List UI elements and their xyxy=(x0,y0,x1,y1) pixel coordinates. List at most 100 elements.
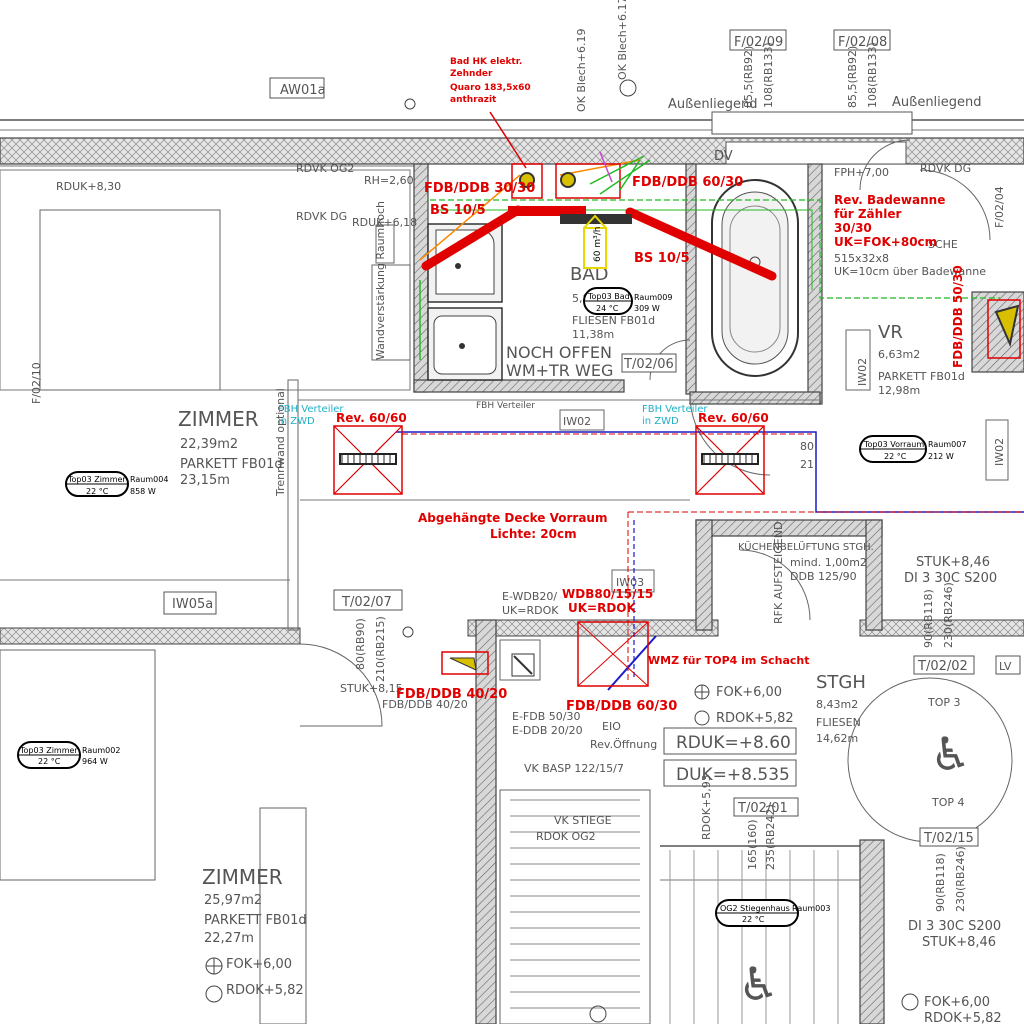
room-tag-4-raum: Raum002 xyxy=(82,746,120,755)
note-fdb6030: FDB/DDB 60/30 xyxy=(632,175,743,190)
label-rb-2: 108(RB133) xyxy=(762,42,775,108)
label-ukrdok: UK=RDOK xyxy=(502,604,559,617)
label-r90b: 90(RB118) xyxy=(934,853,947,912)
cyan-annotations: FBH Verteiler in ZWD FBH Verteiler in ZW… xyxy=(278,404,708,427)
tag-f0208: F/02/08 xyxy=(838,35,887,50)
label-mind2: mind. 1,00m2 xyxy=(790,556,867,569)
label-bad-floor2: 11,38m xyxy=(572,328,614,341)
room-tag-1-watt: 858 W xyxy=(130,487,156,496)
note-rev-bw-2: für Zähler xyxy=(834,207,901,221)
label-r90: 90(RB118) xyxy=(922,589,935,648)
note-fdb5030: FDB/DDB 50/30 xyxy=(951,265,965,368)
label-vk-basp: VK BASP 122/15/7 xyxy=(524,762,624,775)
tag-t0215: T/02/15 xyxy=(923,831,974,846)
note-ukrdok: UK=RDOK xyxy=(568,601,637,615)
label-r230: 230(RB246) xyxy=(942,582,955,648)
level-markers xyxy=(205,79,919,1023)
room-tag-3-name: Top03 Vorraum xyxy=(863,440,924,449)
label-ok-blech-2: OK Blech+6.17 xyxy=(616,0,629,80)
revision-opening-1 xyxy=(333,425,403,495)
room-tag-3-raum: Raum007 xyxy=(928,440,966,449)
note-bad-hk-4: anthrazit xyxy=(450,95,497,105)
note-wmz: WMZ für TOP4 im Schacht xyxy=(648,654,810,667)
label-zimmer-2-floor2: 22,27m xyxy=(204,931,254,946)
label-wm-tr-weg: WM+TR WEG xyxy=(506,361,613,380)
label-top4: TOP 4 xyxy=(931,796,965,809)
label-rduk-top: RDUK+8,30 xyxy=(56,180,121,193)
label-zimmer-2-floor: PARKETT FB01d xyxy=(204,913,307,928)
label-efdb: E-FDB 50/30 xyxy=(512,710,580,723)
air-flow-arrow-icon: 60 m³/h xyxy=(583,214,607,269)
tag-iw02-c: IW02 xyxy=(993,438,1006,466)
label-zimmer-2-area: 25,97m2 xyxy=(204,893,262,908)
exterior-wall-top xyxy=(0,111,1024,167)
label-r210: 210(RB215) xyxy=(374,616,387,682)
label-rb-3: 85,5(RB92) xyxy=(846,46,859,108)
label-di3b: DI 3 30C S200 xyxy=(908,919,1001,934)
note-fbh-2a: FBH Verteiler xyxy=(642,404,708,415)
room-tag-1-name: Top03 Zimmer xyxy=(67,475,126,484)
label-duk-big: DUK=+8.535 xyxy=(676,765,790,785)
room-tag-2: Top03 Bad Raum009 24 °C 309 W xyxy=(583,287,672,315)
room-tag-4-watt: 964 W xyxy=(82,757,108,766)
tag-iw02-b: IW02 xyxy=(856,358,869,386)
label-r242: 235(RB242) xyxy=(764,804,777,870)
label-zimmer-1: ZIMMER xyxy=(178,407,259,431)
label-fph: FPH+7,00 xyxy=(834,166,889,179)
label-rfk: RFK AUFSTEIGEND xyxy=(772,522,785,624)
room-tag-4-temp: 22 °C xyxy=(38,757,61,766)
note-bs2: BS 10/5 xyxy=(634,251,690,266)
label-vk-stiege: VK STIEGE xyxy=(554,814,612,827)
room-tag-1: Top03 Zimmer Raum004 22 °C 858 W xyxy=(65,471,168,497)
tag-t0201: T/02/01 xyxy=(737,801,788,816)
note-decke-1: Abgehängte Decke Vorraum xyxy=(418,511,607,525)
room-tag-5: OG2 Stiegenhaus Raum003 22 °C xyxy=(715,899,830,927)
label-eio: EIO xyxy=(602,720,621,733)
tag-f0204: F/02/04 xyxy=(993,186,1006,228)
room-tag-5-temp: 22 °C xyxy=(742,915,765,924)
label-aussenliegend-1: Außenliegend xyxy=(668,97,758,112)
label-rdok582c: RDOK+5,82 xyxy=(924,1011,1002,1024)
tag-t0207: T/02/07 xyxy=(341,595,392,610)
label-stgh-floor: FLIESEN xyxy=(816,716,861,729)
label-rduk-big: RDUK=+8.60 xyxy=(676,733,791,753)
label-fbh-verteiler: FBH Verteiler xyxy=(476,401,535,411)
label-zimmer-1-area: 22,39m2 xyxy=(180,437,238,452)
note-rev-bw-1: Rev. Badewanne xyxy=(834,193,945,207)
svg-text:♿: ♿ xyxy=(738,957,779,1011)
label-di3: DI 3 30C S200 xyxy=(904,571,997,586)
note-fdb6030b: FDB/DDB 60/30 xyxy=(566,699,677,714)
wheelchair-icon: ♿ ♿ xyxy=(738,727,971,1011)
label-zimmer-1-floor2: 23,15m xyxy=(180,473,230,488)
label-dv: DV xyxy=(714,149,733,164)
door-swings xyxy=(299,139,1013,843)
note-rev-bw-4: UK=FOK+80cm xyxy=(834,235,937,249)
label-vr-area: 6,63m2 xyxy=(878,348,920,361)
room-tag-1-temp: 22 °C xyxy=(86,487,109,496)
label-stuk846: STUK+8,46 xyxy=(916,555,990,570)
stair-shaft-walls xyxy=(475,519,885,1024)
label-fok600b: FOK+6,00 xyxy=(226,957,292,972)
interior-wall-middle xyxy=(0,579,1024,645)
label-fok600c: FOK+6,00 xyxy=(924,995,990,1010)
label-ddb125: DDB 125/90 xyxy=(790,570,857,583)
element-tags: AW01a F/02/09 F/02/08 T/02/07 T/02/06 T/… xyxy=(30,29,1021,847)
tag-t0202: T/02/02 xyxy=(917,659,968,674)
tag-f0209: F/02/09 xyxy=(734,35,783,50)
tag-lv: LV xyxy=(999,660,1012,673)
sinks xyxy=(427,223,503,381)
note-bad-hk-2: Zehnder xyxy=(450,69,493,79)
label-dim515: 515x32x8 xyxy=(834,252,889,265)
room-tag-2-raum: Raum009 xyxy=(634,293,672,302)
radiator-and-ducts xyxy=(421,111,1021,359)
room-tag-5-name: OG2 Stiegenhaus xyxy=(720,904,790,913)
room-tag-2-name: Top03 Bad xyxy=(587,292,630,301)
note-fbh-1b: in ZWD xyxy=(278,416,315,427)
label-ok-blech-1: OK Blech+6.19 xyxy=(575,29,588,112)
tag-f0210: F/02/10 xyxy=(30,362,43,404)
label-rh: RH=2,60 xyxy=(364,174,414,187)
label-aussenliegend-2: Außenliegend xyxy=(892,95,982,110)
room-tag-1-raum: Raum004 xyxy=(130,475,168,484)
room-tag-3-watt: 212 W xyxy=(928,452,954,461)
